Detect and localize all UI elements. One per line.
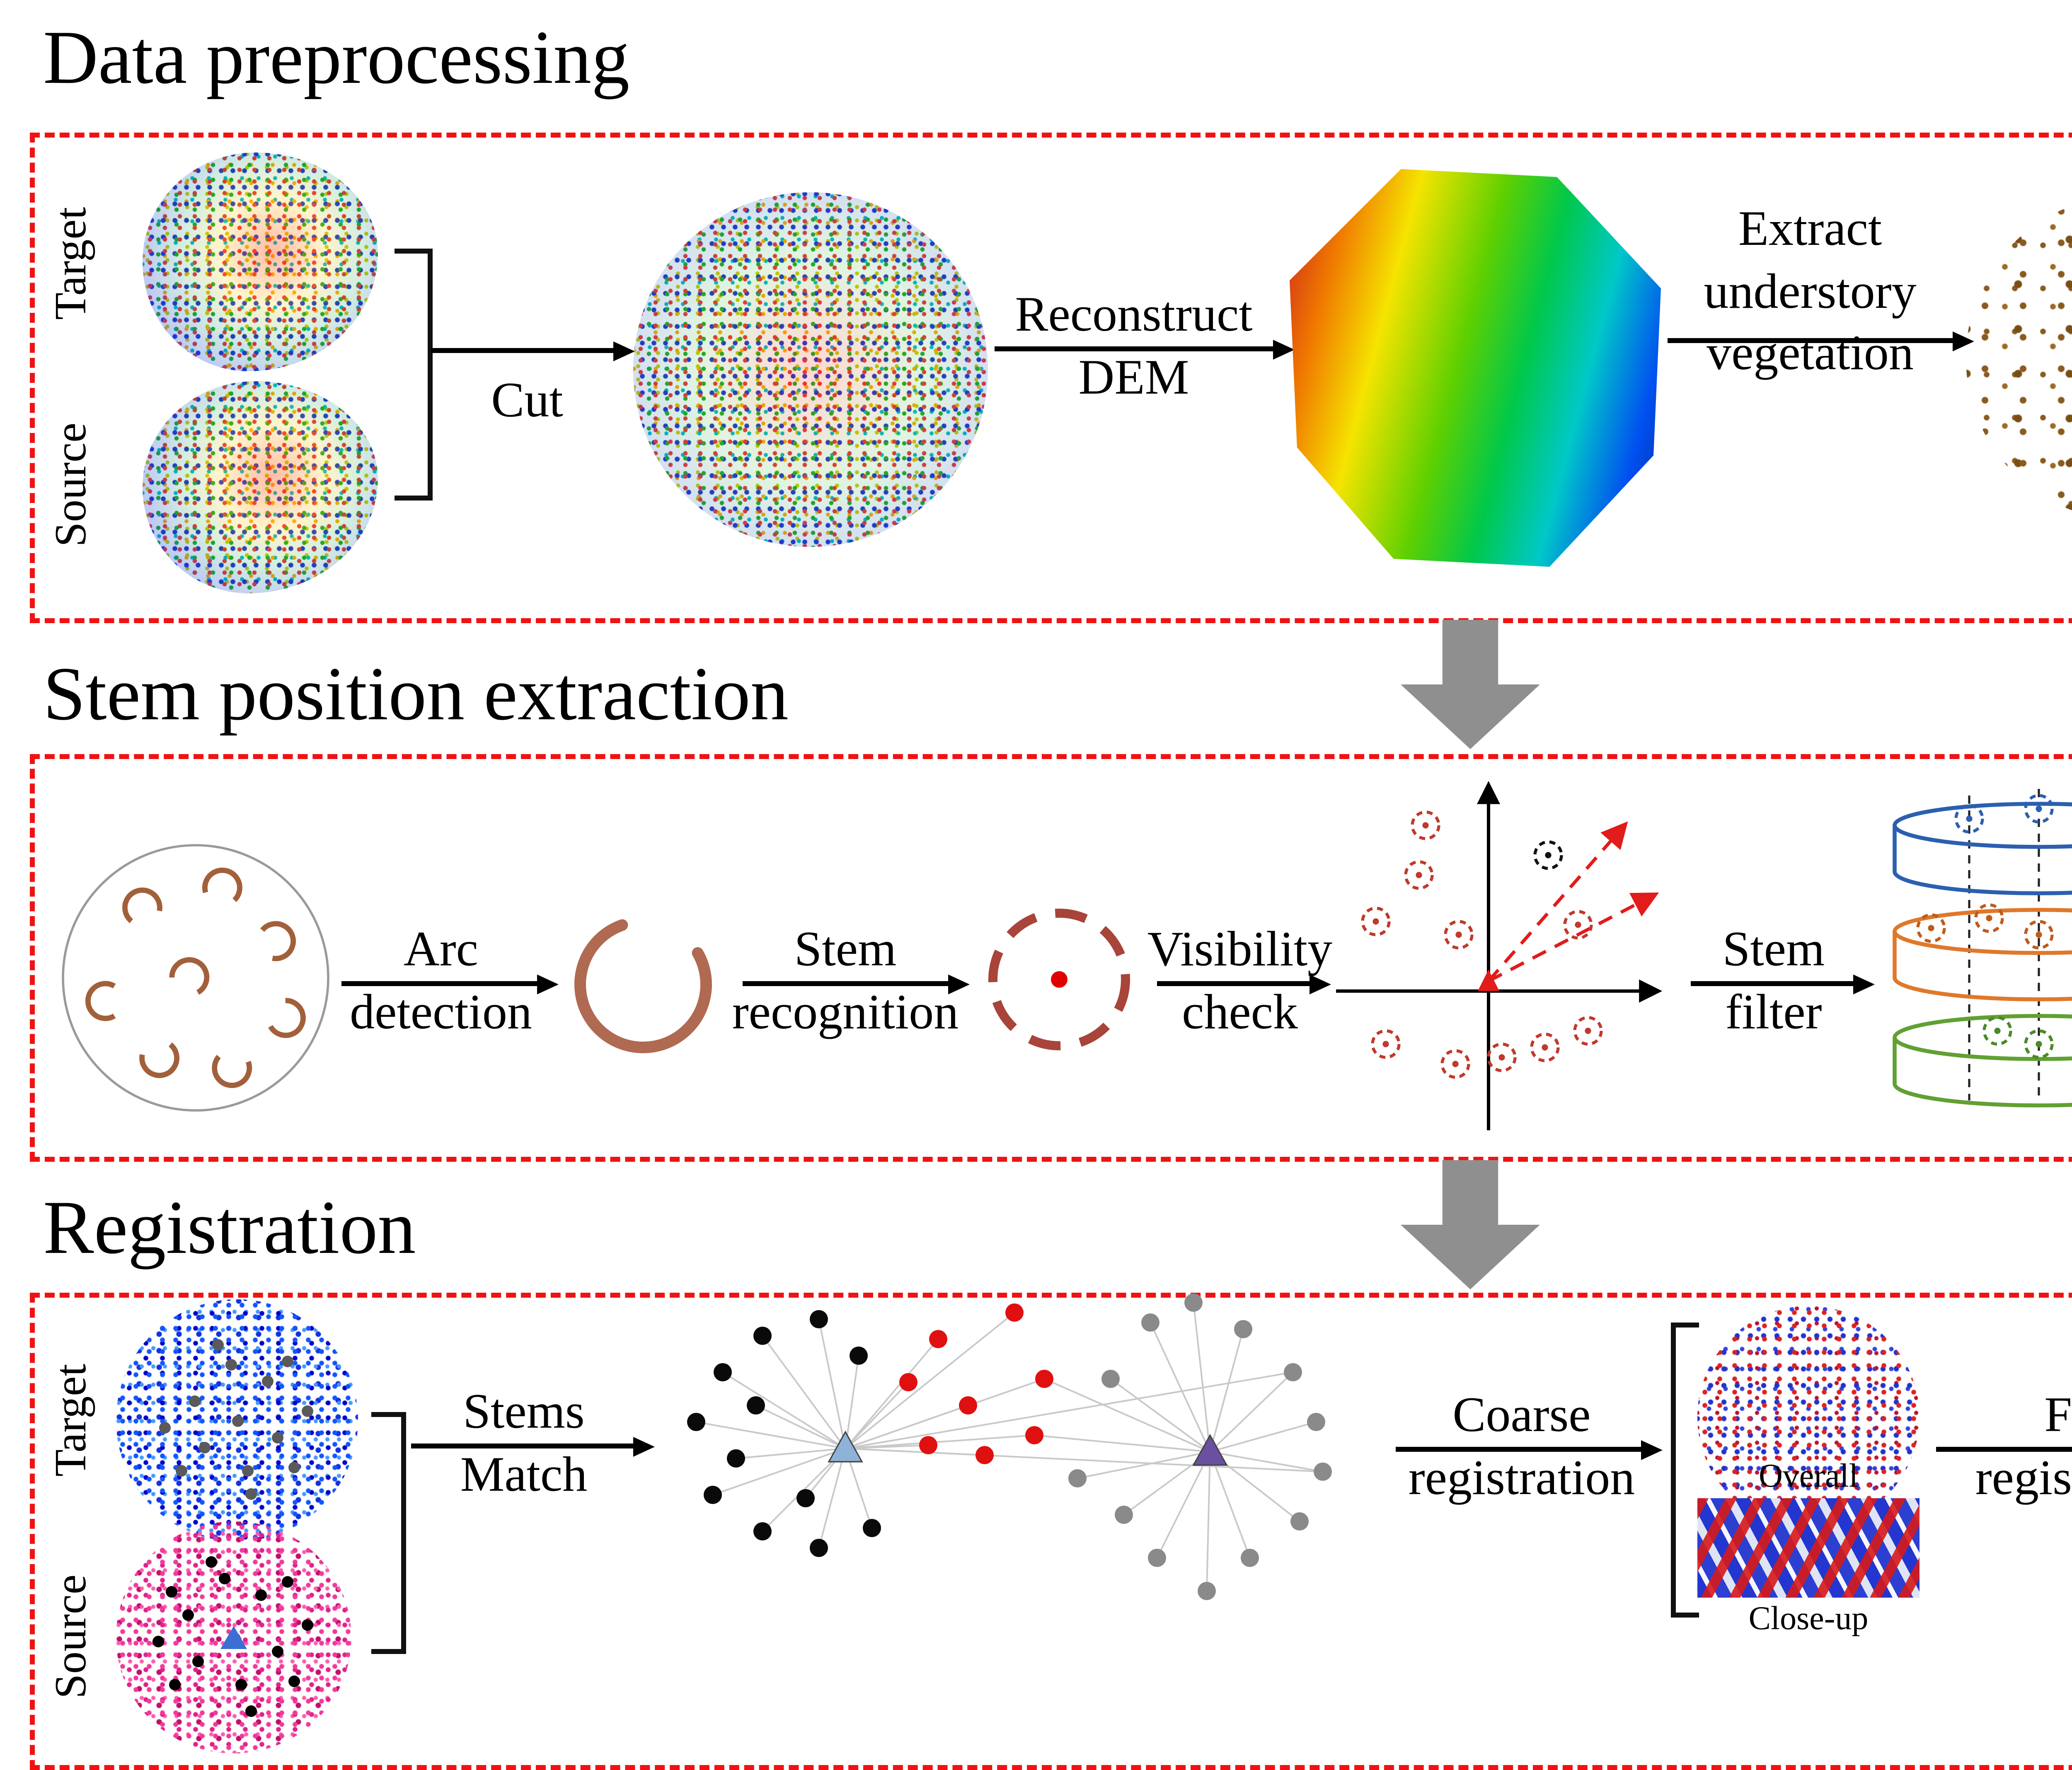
- stem-filter-arrow: [1691, 974, 1875, 994]
- source-stem-cloud: [116, 1521, 351, 1753]
- target-side-label: Target: [46, 207, 95, 320]
- preprocessing-box: [30, 133, 2072, 623]
- stem-recognition-arrow: [743, 974, 970, 994]
- detected-arc-icon: [574, 916, 712, 1053]
- merged-clipped-cloud: [633, 192, 988, 547]
- visibility-axes-diagram: [1336, 781, 1663, 1130]
- source-scanner-marker: [220, 1626, 247, 1649]
- extract-vegetation-label: Extract understory vegetation: [1704, 202, 1917, 381]
- coarse-closeup-image: [1697, 1498, 1920, 1598]
- fine-registration-arrow: [1936, 1447, 2072, 1452]
- section-title-registration: Registration: [43, 1185, 416, 1269]
- stems-match-arrow: [411, 1436, 655, 1456]
- arc-plot-circle: [62, 844, 329, 1112]
- cut-arrow: [431, 341, 635, 360]
- coarse-overall-label: Overall: [1759, 1458, 1858, 1495]
- coarse-overall-cloud: [1697, 1306, 1920, 1528]
- dem-surface: [1290, 169, 1661, 567]
- stem-filter-cylinders: [1893, 789, 2072, 1107]
- scanner-position-marker: [1478, 970, 1499, 991]
- reconstruct-dem-arrow: [995, 339, 1295, 359]
- matched-stem-nodes: [899, 1303, 1053, 1464]
- stem-filter-label: Stem filter: [1722, 922, 1825, 1039]
- fine-registration-label: Fine registration: [1975, 1388, 2072, 1505]
- registration-source-side-label: Source: [46, 1575, 95, 1700]
- coarse-closeup-label: Close-up: [1748, 1601, 1869, 1637]
- target-stem-dots: [231, 1415, 243, 1426]
- target-hub-triangle: [828, 1430, 863, 1463]
- reconstruct-dem-label: Reconstruct DEM: [1015, 288, 1253, 404]
- cut-label: Cut: [491, 373, 563, 428]
- stems-match-label: Stems Match: [460, 1385, 588, 1502]
- target-stem-nodes: [687, 1310, 881, 1557]
- coarse-registration-label: Coarse registration: [1408, 1388, 1635, 1505]
- target-stem-cloud: [116, 1299, 358, 1541]
- arc-detection-label: Arc detection: [350, 922, 532, 1039]
- section-title-stem-extraction: Stem position extraction: [43, 651, 789, 736]
- source-stem-nodes: [1068, 1294, 1332, 1600]
- stem-cloud-pair-bracket: [371, 1412, 406, 1654]
- flow-arrow-down-2: [1401, 1160, 1540, 1289]
- cloud-pair-bracket: [395, 249, 433, 501]
- visibility-check-arrow: [1157, 974, 1331, 994]
- stem-match-graph: [687, 1294, 1332, 1600]
- coarse-result-bracket: [1671, 1323, 1699, 1618]
- stem-extraction-box: [30, 754, 2072, 1162]
- coarse-registration-arrow: [1396, 1439, 1663, 1459]
- stem-recognition-label: Stem recognition: [732, 922, 959, 1039]
- target-point-cloud: [143, 152, 378, 371]
- section-title-preprocessing: Data preprocessing: [43, 15, 630, 99]
- registration-target-side-label: Target: [46, 1364, 95, 1477]
- arc-detection-arrow: [341, 974, 559, 994]
- flow-arrow-down-1: [1401, 620, 1540, 749]
- recognized-stem-icon: [988, 909, 1130, 1050]
- source-point-cloud: [143, 381, 378, 593]
- visibility-check-label: Visibility check: [1147, 922, 1333, 1039]
- registration-box: [30, 1293, 2072, 1770]
- source-side-label: Source: [46, 423, 95, 548]
- source-hub-triangle: [1192, 1434, 1228, 1466]
